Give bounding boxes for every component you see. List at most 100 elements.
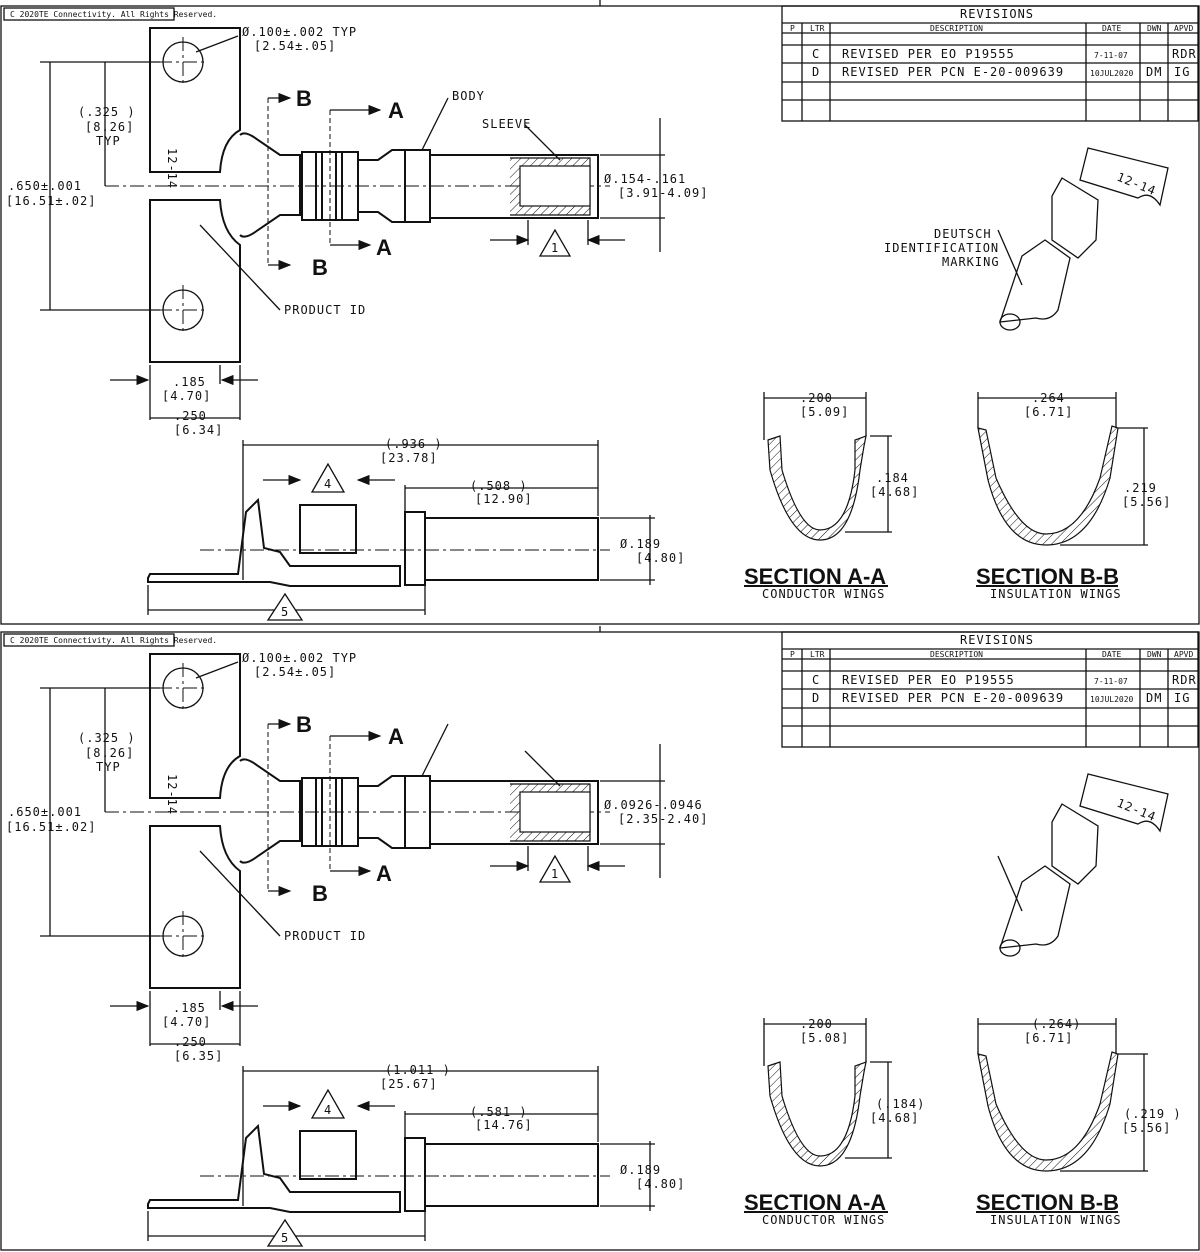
section-a-a: .200 [5.09] .184 [4.68] SECTION A-A COND… bbox=[744, 391, 919, 601]
copyright-text: C 2020TE Connectivity. All Rights Reserv… bbox=[10, 636, 217, 645]
dim-height-mm: [16.51±.02] bbox=[6, 194, 96, 208]
section-b-subtitle: INSULATION WINGS bbox=[990, 587, 1122, 601]
section-b-title: SECTION B-B bbox=[976, 564, 1119, 589]
revisions-table: REVISIONS P LTR DESCRIPTION DATE DWN APV… bbox=[781, 631, 1199, 748]
note-flag bbox=[310, 462, 346, 493]
section-a-title: SECTION A-A bbox=[744, 564, 886, 589]
dim-section-b-width-mm: [6.71] bbox=[1024, 1031, 1073, 1045]
contact-side-view: (1.011 ) [25.67] (.581 ) [14.76] 4 Ø.189… bbox=[147, 1063, 685, 1247]
rev-header-p: P bbox=[790, 24, 795, 33]
rev-header-ltr: LTR bbox=[810, 24, 825, 33]
iso-marking: 12-14 bbox=[1115, 170, 1158, 198]
dim-section-a-width-mm: [5.08] bbox=[800, 1031, 849, 1045]
dim-tip-mm: [3.91-4.09] bbox=[618, 186, 708, 200]
dim-section-b-height-mm: [5.56] bbox=[1122, 1121, 1171, 1135]
body-label: BODY bbox=[452, 89, 485, 103]
rev-header-ltr: LTR bbox=[810, 650, 825, 659]
dim-section-b-height-mm: [5.56] bbox=[1122, 495, 1171, 509]
dim-pitch-mm: [8.26] bbox=[85, 746, 134, 760]
dim-dia-189-mm: [4.80] bbox=[636, 551, 685, 565]
dim-section-a-height-mm: [4.68] bbox=[870, 485, 919, 499]
section-b-title: SECTION B-B bbox=[976, 1190, 1119, 1215]
dim-section-a-height: (.184) bbox=[876, 1097, 925, 1111]
section-a-subtitle: CONDUCTOR WINGS bbox=[762, 1213, 885, 1227]
drawing-sheet: C 2020TE Connectivity. All Rights Reserv… bbox=[0, 626, 1200, 1252]
dim-section-b-height: (.219 ) bbox=[1124, 1107, 1182, 1121]
section-a-title: SECTION A-A bbox=[744, 1190, 886, 1215]
carrier-strip: 12-14 bbox=[149, 27, 241, 363]
product-id-label: PRODUCT ID bbox=[284, 929, 366, 943]
section-b-subtitle: INSULATION WINGS bbox=[990, 1213, 1122, 1227]
dim-185-mm: [4.70] bbox=[162, 389, 211, 403]
rev-row-date: 10JUL2020 bbox=[1090, 695, 1134, 704]
technical-drawing: C 2020TE Connectivity. All Rights Reserv… bbox=[0, 626, 1200, 1251]
rev-header-description: DESCRIPTION bbox=[930, 24, 983, 33]
sleeve-label: SLEEVE bbox=[482, 117, 531, 131]
iso-marking: 12-14 bbox=[1115, 796, 1158, 824]
rev-row-dwn: DM bbox=[1146, 65, 1162, 79]
rev-row-dwn: DM bbox=[1146, 691, 1162, 705]
dim-tip: Ø.0926-.0946 bbox=[604, 798, 703, 812]
section-markers: B B A A bbox=[267, 712, 404, 906]
rev-row-description: REVISED PER EO P19555 bbox=[842, 673, 1015, 687]
rev-row-date: 7-11-07 bbox=[1094, 51, 1128, 60]
dim-total-length: (1.011 ) bbox=[385, 1063, 451, 1077]
dim-250: .250 bbox=[174, 1035, 207, 1049]
rev-row-ltr: C bbox=[812, 673, 820, 687]
revisions-table: REVISIONS P LTR DESCRIPTION DATE DWN APV… bbox=[781, 5, 1199, 122]
rev-row-apvd: IG bbox=[1174, 691, 1190, 705]
dim-dia-189-mm: [4.80] bbox=[636, 1177, 685, 1191]
sleeve bbox=[430, 780, 599, 845]
note-flag-4: 4 bbox=[324, 1103, 332, 1117]
rev-row-date: 10JUL2020 bbox=[1090, 69, 1134, 78]
section-label-b: B bbox=[312, 255, 328, 280]
contact-top-view bbox=[105, 758, 610, 864]
rev-header-apvd: APVD bbox=[1174, 24, 1193, 33]
section-label-a: A bbox=[376, 235, 392, 260]
carrier-strip: 12-14 bbox=[149, 653, 241, 989]
rev-header-dwn: DWN bbox=[1147, 650, 1162, 659]
dim-section-b-height: .219 bbox=[1124, 481, 1157, 495]
sleeve bbox=[430, 154, 599, 219]
dim-total-length-mm: [23.78] bbox=[380, 451, 438, 465]
dim-pitch: (.325 ) bbox=[78, 105, 136, 119]
section-label-b: B bbox=[296, 86, 312, 111]
dim-250-mm: [6.35] bbox=[174, 1049, 223, 1063]
callouts: PRODUCT ID bbox=[199, 723, 561, 943]
revisions-title: REVISIONS bbox=[960, 633, 1034, 647]
rev-header-description: DESCRIPTION bbox=[930, 650, 983, 659]
dim-pitch-typ: TYP bbox=[96, 760, 121, 774]
dim-barrel-length-mm: [14.76] bbox=[475, 1118, 533, 1132]
rev-row-date: 7-11-07 bbox=[1094, 677, 1128, 686]
section-label-b: B bbox=[296, 712, 312, 737]
rev-row-ltr: D bbox=[812, 691, 820, 705]
rev-header-date: DATE bbox=[1102, 24, 1121, 33]
dim-tip-mm: [2.35-2.40] bbox=[618, 812, 708, 826]
rev-row-apvd: RDR bbox=[1172, 673, 1197, 687]
dim-section-a-width: .200 bbox=[800, 1017, 833, 1031]
body bbox=[404, 775, 431, 849]
note-flag-5: 5 bbox=[281, 1231, 289, 1245]
dim-section-a-width-mm: [5.09] bbox=[800, 405, 849, 419]
rev-row-description: REVISED PER EO P19555 bbox=[842, 47, 1015, 61]
dim-height: .650±.001 bbox=[8, 179, 82, 193]
dim-dia-189: Ø.189 bbox=[620, 537, 661, 551]
dim-hole-dia: Ø.100±.002 TYP bbox=[242, 651, 357, 665]
dim-250-mm: [6.34] bbox=[174, 423, 223, 437]
ident-line: DEUTSCH bbox=[934, 227, 992, 241]
dim-total-length: (.936 ) bbox=[385, 437, 443, 451]
rev-row-ltr: D bbox=[812, 65, 820, 79]
section-label-a: A bbox=[388, 98, 404, 123]
note-flag-1: 1 bbox=[551, 241, 559, 255]
product-id-mark: 12-14 bbox=[165, 774, 179, 815]
product-id-label: PRODUCT ID bbox=[284, 303, 366, 317]
section-label-a: A bbox=[388, 724, 404, 749]
ident-line: IDENTIFICATION bbox=[884, 241, 999, 255]
contact-isometric: 12-14 DEUTSCH IDENTIFICATION MARKING bbox=[884, 147, 1169, 331]
section-label-b: B bbox=[312, 881, 328, 906]
section-markers: B B A A bbox=[267, 86, 404, 280]
dim-hole-dia-mm: [2.54±.05] bbox=[254, 665, 336, 679]
dim-pitch-mm: [8.26] bbox=[85, 120, 134, 134]
section-b-b: .264 [6.71] .219 [5.56] SECTION B-B INSU… bbox=[976, 391, 1171, 601]
section-b-b: (.264) [6.71] (.219 ) [5.56] SECTION B-B… bbox=[976, 1017, 1182, 1227]
